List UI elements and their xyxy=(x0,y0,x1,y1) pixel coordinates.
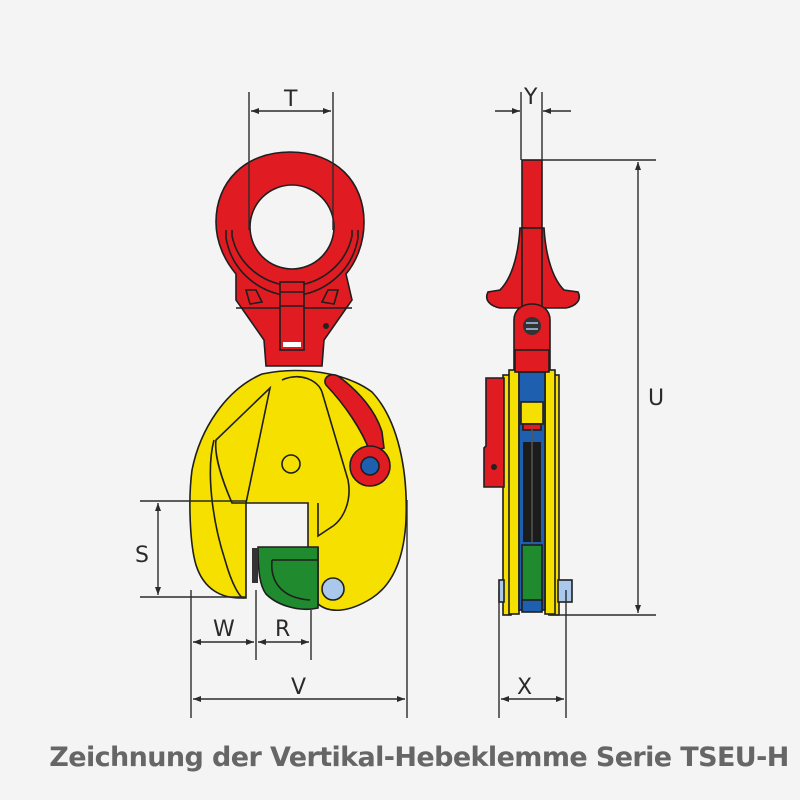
locking-lever xyxy=(324,373,385,453)
eye-link xyxy=(279,281,305,351)
dim-label-r: R xyxy=(275,617,290,642)
dim-label-u: U xyxy=(648,386,664,411)
dim-label-v: V xyxy=(291,675,306,700)
lever-pin xyxy=(360,456,380,476)
jaw-teeth xyxy=(252,548,258,583)
side-view: Y U X xyxy=(483,85,664,718)
eye-opening xyxy=(249,184,335,270)
gripping-jaw xyxy=(257,546,319,610)
side-lever xyxy=(483,377,505,488)
dim-label-x: X xyxy=(517,675,532,700)
dim-label-t: T xyxy=(283,87,298,112)
jaw-pin xyxy=(321,577,345,601)
pivot-hole xyxy=(281,454,301,474)
dim-label-y: Y xyxy=(523,85,538,110)
dim-label-w: W xyxy=(213,617,235,642)
dim-label-s: S xyxy=(135,543,149,568)
drawing-caption: Zeichnung der Vertikal-Hebeklemme Serie … xyxy=(49,742,789,773)
clamp-body xyxy=(189,369,408,611)
front-view: T S W R V xyxy=(135,87,408,718)
side-pivot-bolt xyxy=(523,317,541,335)
